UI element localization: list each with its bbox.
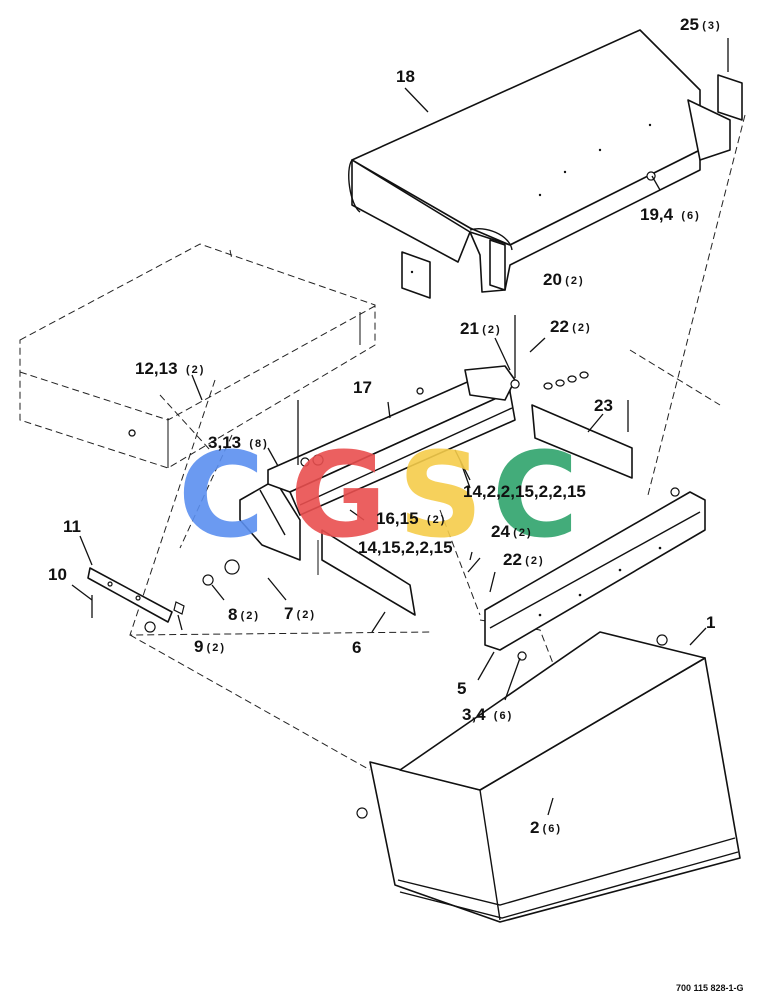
watermark-letter: G [290,426,387,564]
callout-label: 6 [352,638,361,657]
callout-quantity: (2) [427,514,446,526]
callout-c3_4: 3,4 (6) [462,705,513,724]
callout-quantity: (2) [513,527,532,539]
callout-c14b: 14,15,2,2,15 [358,538,453,557]
callout-c1: 1 [706,613,715,632]
channel-part-5 [484,491,706,651]
spacer-part-9 [173,601,185,615]
support-beam-part-17 [267,365,516,516]
callout-c11: 11 [63,517,81,536]
callout-label: 19,4 [640,205,674,224]
callout-quantity: (2) [572,322,591,334]
drawing-code: 700 115 828-1-G [676,983,744,993]
callout-quantity: (2) [565,275,584,287]
watermark-letter: C [178,426,265,564]
panel-part-6 [317,529,416,616]
phantom-housing-outline [19,243,376,469]
bottom-hood-part-1 [369,631,741,923]
callout-quantity: (2) [525,555,544,567]
cover-plate-part-25 [717,74,743,121]
callout-quantity: (8) [249,438,268,450]
callout-quantity: (6) [494,710,513,722]
bolt-and-rod-hardware [128,315,680,819]
callout-c3_13: 3,13 (8) [208,433,268,452]
callout-label: 5 [457,679,466,698]
callout-label: 16,15 [376,509,419,528]
callout-label: 20 [543,270,562,289]
callout-c18: 18 [396,67,415,86]
callout-label: 14,15,2,2,15 [358,538,453,557]
callout-c25: 25(3) [680,15,721,34]
callout-c14a: 14,2,2,15,2,2,15 [463,482,586,501]
callout-c9: 9 (2) [194,637,226,656]
assembly-guide-lines [129,114,746,771]
callout-label: 1 [706,613,715,632]
callout-label: 2 [530,818,539,837]
callout-label: 3,4 [462,705,486,724]
callout-c12: 12,13 (2) [135,359,205,378]
callout-c22a: 22(2) [550,317,591,336]
callout-c21: 21(2) [460,319,501,338]
callout-quantity: (2) [482,324,501,336]
callout-label: 23 [594,396,613,415]
callout-c7: 7 (2) [284,604,316,623]
callout-c24: 24(2) [491,522,532,541]
callout-label: 21 [460,319,479,338]
callout-label: 3,13 [208,433,241,452]
callout-labels: 25(3)1819,4(6)20(2)21(2)22(2)12,13(2)172… [48,15,721,837]
callout-label: 24 [491,522,510,541]
callout-label: 14,2,2,15,2,2,15 [463,482,586,501]
callout-label: 22 [550,317,569,336]
callout-label: 22 [503,550,522,569]
callout-quantity: (2) [207,642,226,654]
callout-c10: 10 [48,565,67,584]
side-panel-part-23 [531,404,633,479]
callout-label: 10 [48,565,67,584]
callout-c17: 17 [353,378,372,397]
callout-c19: 19,4 (6) [640,205,700,224]
callout-c5: 5 [457,679,466,698]
callout-c16: 16,15 (2) [376,509,446,528]
top-cover-part-18 [348,29,731,299]
callout-c2: 2 (6) [530,818,562,837]
watermark-letter: S [398,426,483,564]
watermark-letter: C [492,426,579,564]
callout-c22b: 22(2) [503,550,544,569]
callout-quantity: (2) [186,364,205,376]
callout-label: 9 [194,637,203,656]
callout-label: 25 [680,15,699,34]
callout-quantity: (2) [241,610,260,622]
callout-c6: 6 [352,638,361,657]
callout-quantity: (3) [702,20,721,32]
strap-part-11 [87,567,173,623]
callout-label: 7 [284,604,293,623]
callout-quantity: (6) [681,210,700,222]
callout-quantity: (2) [297,609,316,621]
callout-leaders [71,38,729,816]
callout-label: 8 [228,605,237,624]
callout-label: 12,13 [135,359,178,378]
callout-c8: 8 (2) [228,605,260,624]
callout-label: 11 [63,517,81,536]
callout-label: 17 [353,378,372,397]
callout-label: 18 [396,67,415,86]
callout-c23: 23 [594,396,613,415]
callout-quantity: (6) [543,823,562,835]
callout-c20: 20(2) [543,270,584,289]
